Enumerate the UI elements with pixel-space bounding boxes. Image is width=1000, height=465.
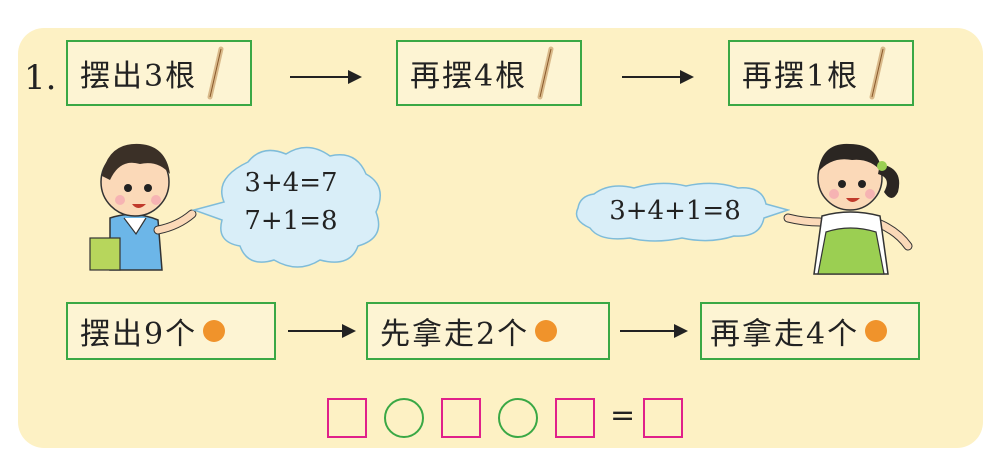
operator-circle[interactable] bbox=[498, 398, 538, 438]
step-text: 再摆1根 bbox=[742, 59, 860, 94]
step-box-4: 摆出9个 bbox=[66, 302, 276, 360]
equation-line: 7+1=8 bbox=[244, 206, 338, 236]
step-text: 摆出3根 bbox=[80, 59, 198, 94]
step-box-6: 再拿走4个 bbox=[700, 302, 920, 360]
girl-bubble-text: 3+4+1=8 bbox=[609, 196, 741, 226]
orange-dot-icon bbox=[203, 320, 226, 342]
orange-dot-icon bbox=[535, 320, 558, 342]
step-text: 再拿走4个 bbox=[710, 317, 860, 352]
step-box-1: 摆出3根 bbox=[66, 40, 252, 106]
boy-bubble-text: 3+4=7 7+1=8 bbox=[226, 164, 356, 240]
equals-sign: = bbox=[610, 398, 636, 433]
girl-illustration bbox=[783, 143, 913, 275]
step-box-2: 再摆4根 bbox=[396, 40, 582, 106]
arrow-right bbox=[620, 324, 688, 338]
step-box-5: 先拿走2个 bbox=[366, 302, 610, 360]
step-text: 摆出9个 bbox=[80, 317, 198, 352]
answer-square[interactable] bbox=[643, 398, 683, 438]
boy-speech-bubble bbox=[191, 146, 381, 268]
girl-speech-bubble bbox=[575, 182, 790, 242]
question-number: 1. bbox=[24, 58, 57, 98]
step-box-3: 再摆1根 bbox=[728, 40, 914, 106]
stick-icon bbox=[207, 46, 224, 100]
boy-illustration bbox=[89, 143, 197, 271]
operator-circle[interactable] bbox=[384, 398, 424, 438]
step-text: 再摆4根 bbox=[410, 59, 528, 94]
step-text: 先拿走2个 bbox=[380, 317, 530, 352]
orange-dot-icon bbox=[865, 320, 888, 342]
arrow-right bbox=[622, 70, 694, 84]
arrow-right bbox=[290, 70, 362, 84]
answer-square[interactable] bbox=[327, 398, 367, 438]
answer-square[interactable] bbox=[555, 398, 595, 438]
arrow-right bbox=[288, 324, 356, 338]
equation-line: 3+4=7 bbox=[244, 168, 338, 198]
stick-icon bbox=[537, 46, 554, 100]
answer-square[interactable] bbox=[441, 398, 481, 438]
stick-icon bbox=[869, 46, 886, 100]
